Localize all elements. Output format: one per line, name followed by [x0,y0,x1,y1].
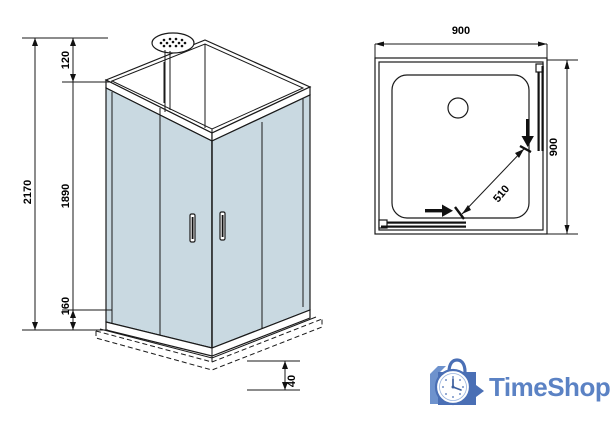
dimension-plan-900-width: 900 [374,25,548,58]
timeshop-logo[interactable]: TimeShop [430,358,611,406]
dimension-2170: 2170 [22,38,38,330]
sliding-door-right-track [535,63,544,151]
dimension-label-160: 160 [60,297,72,315]
cabin-inner-walls [163,44,213,133]
plan-view: 510 [374,57,548,235]
dimension-label-40: 40 [286,375,298,387]
door-handle-right[interactable] [219,211,226,241]
clock-icon [434,368,472,406]
door-handle-left[interactable] [189,213,196,243]
dimension-40: 40 [247,360,300,391]
sliding-door-bottom-track [378,219,466,229]
dimension-label-plan-depth: 900 [548,138,560,156]
arrow-right-icon [425,204,453,217]
isometric-view [95,32,323,371]
arrow-down-icon [521,119,534,147]
isometric-dimensions: 2170 120 1890 160 [22,37,300,391]
dimension-label-plan-width: 900 [452,25,470,37]
plan-dimensions: 900 900 [374,25,578,235]
dimension-160: 160 [60,297,76,330]
dimension-plan-900-depth: 900 [547,59,578,235]
dimension-label-120: 120 [60,51,72,69]
logo-wordmark: TimeShop [489,372,610,402]
shower-head [151,32,195,112]
door-leaf-markers [454,144,532,220]
dimension-label-1890: 1890 [60,184,72,208]
plan-tray [391,74,530,219]
cabin-frame-posts [111,92,304,327]
dimension-label-2170: 2170 [22,180,34,204]
dimension-120: 120 [60,38,76,82]
drain-hole [447,97,469,119]
dimension-1890: 1890 [60,82,74,310]
shower-tray [95,309,323,371]
